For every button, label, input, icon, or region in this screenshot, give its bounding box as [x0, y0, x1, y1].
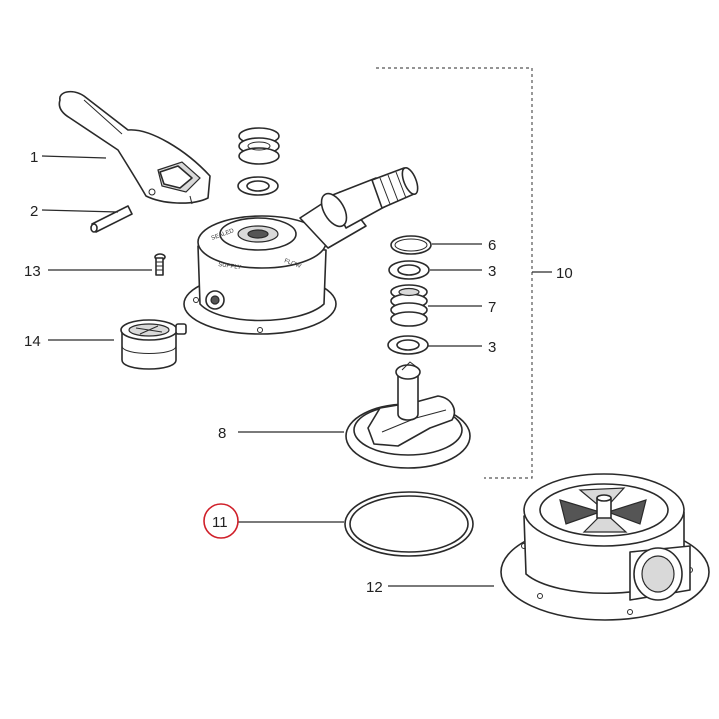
- leader-lines: [41, 155, 552, 587]
- callout-labels: 1 2 13 14 6 3 7 3 10 8 11 12: [24, 149, 573, 596]
- top-spring[interactable]: [238, 127, 280, 165]
- valve-head-body[interactable]: SEALED SUPPLY FLOW: [183, 166, 421, 335]
- callout-11-highlight-ring: [203, 503, 239, 539]
- callout-11: 11: [212, 514, 228, 531]
- part-8-rotor-plate[interactable]: [345, 361, 471, 469]
- top-washer[interactable]: [237, 176, 279, 196]
- callout-3-upper: 3: [488, 263, 496, 280]
- callout-2: 2: [30, 203, 38, 220]
- svg-text:SUPPLY: SUPPLY: [218, 262, 242, 271]
- part-6-o-ring[interactable]: [390, 235, 432, 255]
- assembly-bracket-10: [376, 67, 533, 479]
- callout-13: 13: [24, 263, 41, 280]
- part-3-washer-upper[interactable]: [388, 260, 430, 280]
- callout-12: 12: [366, 579, 383, 596]
- callout-3-lower: 3: [488, 339, 496, 356]
- callout-7: 7: [488, 299, 496, 316]
- svg-text:FLOW: FLOW: [283, 258, 302, 270]
- part-7-spring[interactable]: [390, 284, 428, 327]
- part-3-washer-lower[interactable]: [387, 335, 429, 355]
- part-14-fitting[interactable]: [120, 319, 187, 370]
- callout-14: 14: [24, 333, 41, 350]
- callout-10: 10: [556, 265, 573, 282]
- part-11-large-o-ring[interactable]: [344, 491, 474, 557]
- part-2-pin[interactable]: [90, 205, 133, 233]
- part-13-screw[interactable]: [154, 253, 166, 276]
- callout-8: 8: [218, 425, 226, 442]
- callout-1: 1: [30, 149, 38, 166]
- callout-6: 6: [488, 237, 496, 254]
- part-1-handle[interactable]: [58, 90, 211, 205]
- part-12-valve-base[interactable]: [500, 473, 710, 621]
